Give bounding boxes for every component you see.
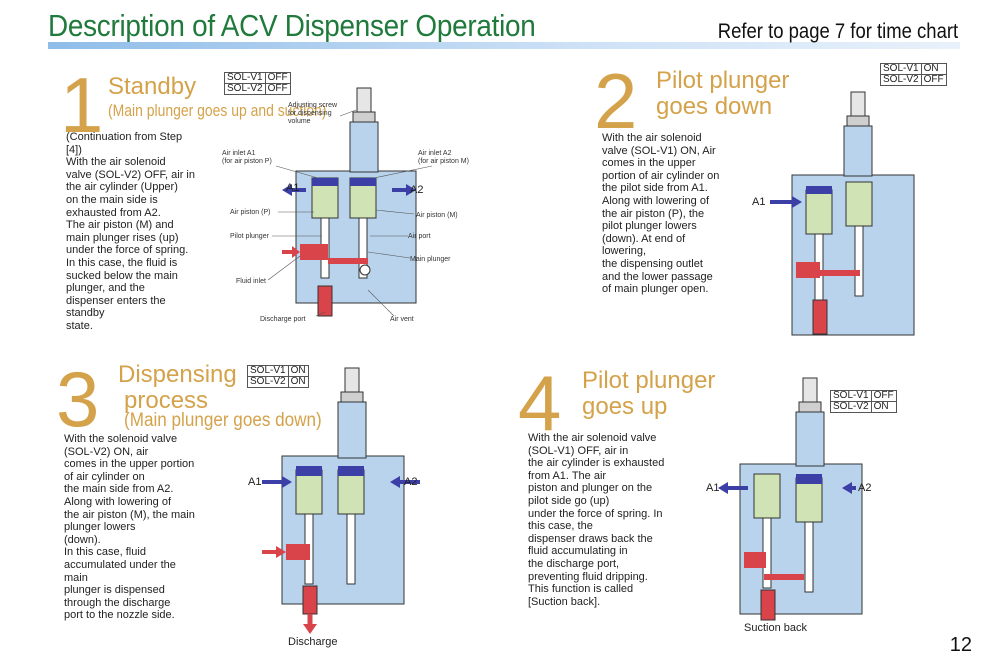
step-2-title: Pilot plunger bbox=[656, 67, 790, 94]
step-4-title-2: goes up bbox=[582, 393, 668, 420]
step-3-label-discharge: Discharge bbox=[288, 636, 338, 648]
sol-label: SOL-V2 bbox=[247, 376, 289, 388]
step-4-label-suction-back: Suction back bbox=[744, 622, 807, 634]
step-2-number: 2 bbox=[594, 57, 638, 145]
step-2-title-2: goes down bbox=[656, 93, 773, 120]
sol-label: SOL-V2 bbox=[830, 401, 872, 413]
page-number: 12 bbox=[949, 634, 972, 656]
step-2-label-a1: A1 bbox=[752, 196, 766, 208]
step-3-description: With the solenoid valve (SOL-V2) ON, air… bbox=[64, 433, 195, 622]
step-4-label-a2: A2 bbox=[858, 482, 872, 494]
step-3-label-a2: A2 bbox=[404, 476, 418, 488]
step-1-subtitle: (Main plunger goes up and suction) bbox=[108, 101, 327, 120]
step-2-description: With the air solenoid valve (SOL-V1) ON,… bbox=[602, 132, 720, 296]
step-4-label-a1: A1 bbox=[706, 482, 720, 494]
label-a1: A1 bbox=[286, 182, 300, 194]
label-air-piston-p: Air piston (P) bbox=[230, 209, 271, 216]
label-pilot-plunger: Pilot plunger bbox=[230, 233, 269, 240]
step-3-number: 3 bbox=[56, 355, 100, 443]
sol-state: ON bbox=[287, 376, 309, 388]
step-3-title: Dispensing bbox=[118, 361, 237, 388]
label-air-port: Air port bbox=[408, 233, 431, 240]
sol-state: OFF bbox=[264, 83, 291, 95]
step-4-number: 4 bbox=[518, 359, 562, 447]
label-main-plunger: Main plunger bbox=[410, 256, 451, 263]
sol-state: OFF bbox=[920, 74, 947, 86]
refer-note: Refer to page 7 for time chart bbox=[717, 20, 958, 43]
page-title: Description of ACV Dispenser Operation bbox=[48, 8, 536, 43]
label-discharge-port: Discharge port bbox=[260, 316, 306, 323]
label-a2: A2 bbox=[410, 184, 424, 196]
step-4-title: Pilot plunger bbox=[582, 367, 716, 394]
step-1-description: (Continuation from Step [4]) With the ai… bbox=[66, 131, 195, 332]
step-1-title: Standby bbox=[108, 73, 197, 100]
label-air-vent: Air vent bbox=[390, 316, 414, 323]
sol-label: SOL-V2 bbox=[224, 83, 266, 95]
step-3-title-2: process bbox=[124, 387, 209, 414]
step-3-label-a1: A1 bbox=[248, 476, 262, 488]
sol-state: ON bbox=[870, 401, 897, 413]
title-underline bbox=[48, 42, 960, 49]
label-fluid-inlet: Fluid inlet bbox=[236, 278, 266, 285]
label-air-piston-m: Air piston (M) bbox=[416, 212, 458, 219]
label-adjusting-screw: Adjusting screw for dispensing volume bbox=[288, 102, 338, 125]
step-1-number: 1 bbox=[60, 61, 104, 149]
label-air-inlet-a2: Air inlet A2 (for air piston M) bbox=[418, 150, 469, 165]
step-3-subtitle: (Main plunger goes down) bbox=[124, 410, 322, 431]
step-4-description: With the air solenoid valve (SOL-V1) OFF… bbox=[528, 432, 665, 608]
label-air-inlet-a1: Air inlet A1 (for air piston P) bbox=[222, 150, 272, 165]
